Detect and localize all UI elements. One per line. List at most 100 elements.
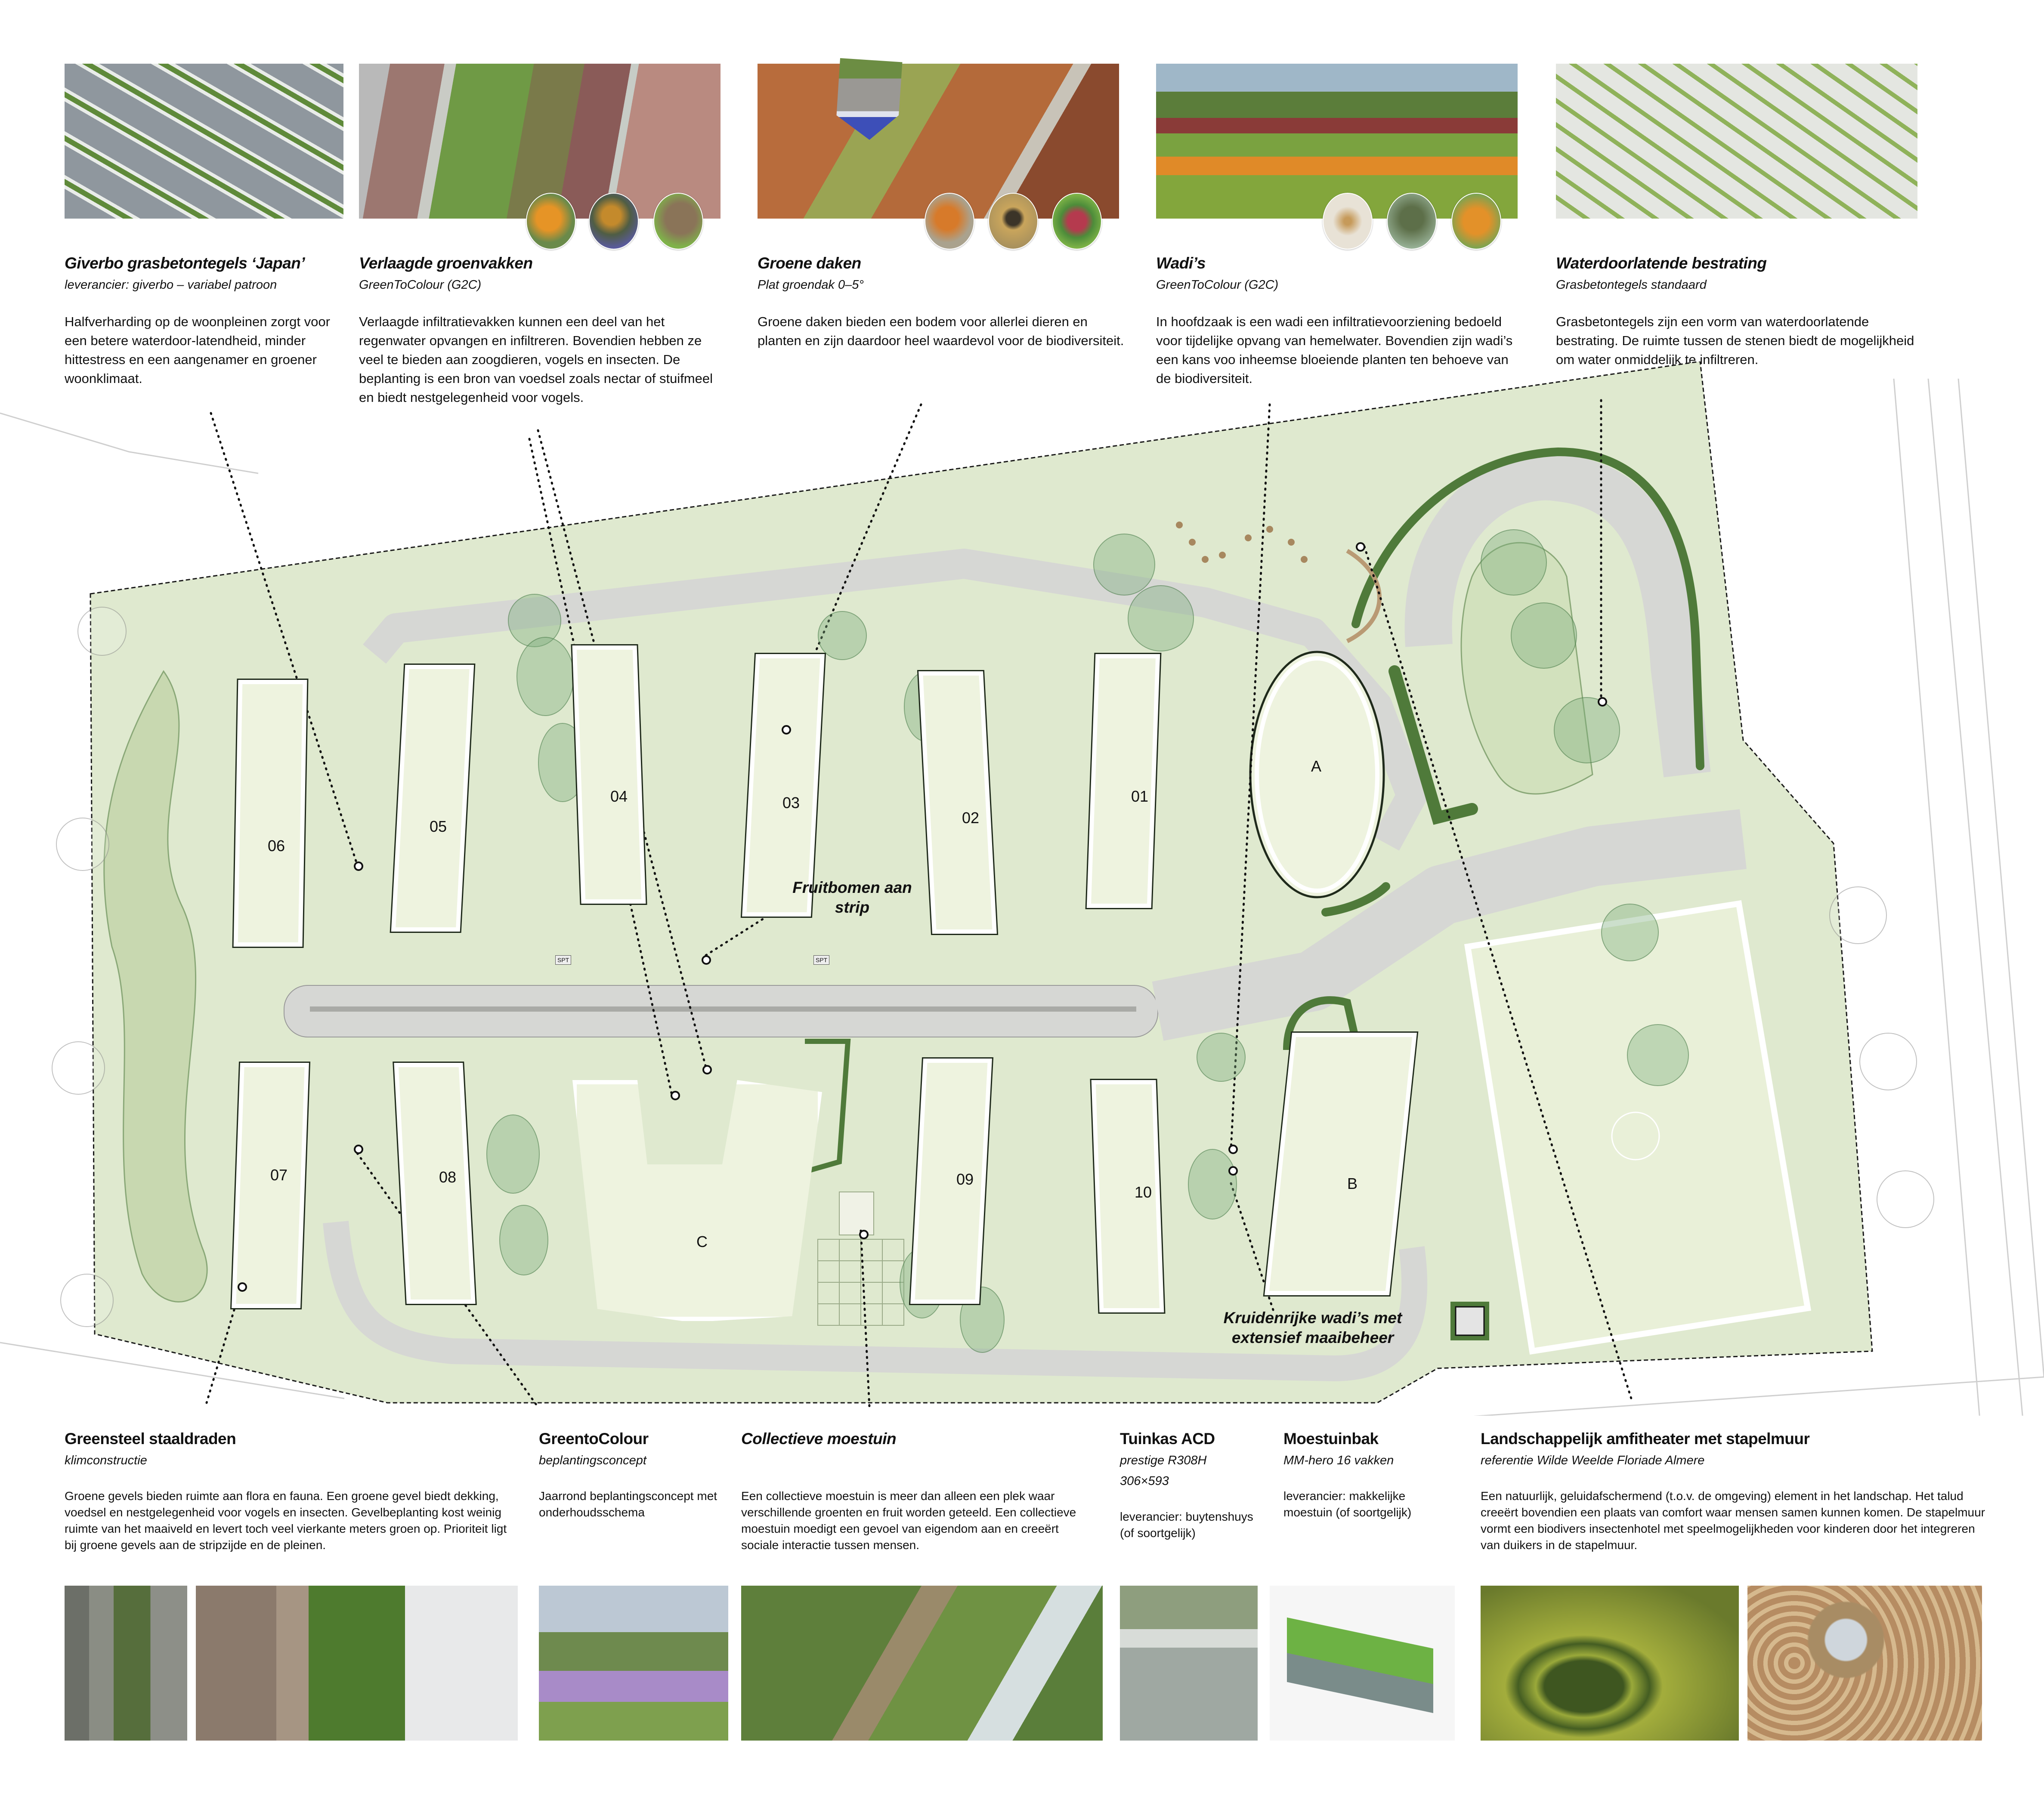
card-subtitle: beplantingsconcept xyxy=(539,1454,646,1467)
building-05 xyxy=(390,664,476,933)
card-body: Groene gevels bieden ruimte aan flora en… xyxy=(65,1489,507,1552)
card-body: Grasbetontegels zijn een vorm van waterd… xyxy=(1556,314,1914,367)
card-groene-daken: Groene daken Plat groendak 0–5° Groene d… xyxy=(758,254,1128,350)
building-label-08: 08 xyxy=(439,1168,457,1186)
dragonfly-icon xyxy=(1323,193,1373,250)
site-plan: 06 05 04 03 02 01 07 08 C 09 10 B A SPT … xyxy=(0,361,2044,1421)
building-08 xyxy=(392,1062,477,1305)
building-label-10: 10 xyxy=(1135,1183,1152,1201)
butterfly-icon-2 xyxy=(1451,193,1501,250)
building-label-05: 05 xyxy=(430,818,447,835)
spt-marker: SPT xyxy=(813,955,830,965)
card-title: Waterdoorlatende bestrating xyxy=(1556,254,1767,272)
card-subtitle xyxy=(741,1452,1094,1469)
hedgehog-icon xyxy=(653,193,703,250)
tree xyxy=(1511,602,1577,669)
photo-raised-planter-box xyxy=(1270,1586,1455,1741)
card-title: Landschappelijk amfitheater met stapelmu… xyxy=(1481,1430,1810,1448)
building-label-C: C xyxy=(696,1233,708,1250)
card-subtitle: GreenToColour (G2C) xyxy=(359,278,482,292)
card-greensteel: Greensteel staaldraden klimconstructie G… xyxy=(65,1429,516,1553)
callout-pin xyxy=(354,861,363,871)
callout-pin xyxy=(1598,697,1607,707)
photo-lowered-green-beds xyxy=(359,64,721,219)
card-subtitle-dimensions: 306×593 xyxy=(1120,1474,1169,1488)
card-body: Een collectieve moestuin is meer dan all… xyxy=(741,1489,1076,1552)
building-02 xyxy=(917,670,999,935)
spt-marker: SPT xyxy=(555,955,572,965)
building-label-01: 01 xyxy=(1131,787,1149,805)
card-body: Jaarrond beplantingsconcept met onderhou… xyxy=(539,1489,717,1519)
tree xyxy=(1093,534,1155,596)
hoverfly-icon xyxy=(988,193,1038,250)
tree xyxy=(1128,585,1194,651)
tree xyxy=(1877,1170,1934,1228)
tree xyxy=(1601,904,1659,961)
card-body: Een natuurlijk, geluidafschermend (t.o.v… xyxy=(1481,1489,1985,1552)
tree xyxy=(1188,1149,1237,1219)
card-waterdoorlatende-bestrating: Waterdoorlatende bestrating Grasbetonteg… xyxy=(1556,254,1926,369)
card-title: GreentoColour xyxy=(539,1430,649,1448)
building-09 xyxy=(909,1057,994,1305)
card-amfitheater: Landschappelijk amfitheater met stapelmu… xyxy=(1481,1429,1997,1553)
note-herb-rich-wadis: Kruidenrijke wadi’s met extensief maaibe… xyxy=(1223,1309,1402,1346)
building-label-A: A xyxy=(1311,757,1322,775)
tree xyxy=(499,1205,548,1275)
card-body: Verlaagde infiltratievakken kunnen een d… xyxy=(359,314,713,405)
callout-pin xyxy=(782,725,791,735)
tree xyxy=(1829,886,1887,944)
card-body: Groene daken bieden een bodem voor aller… xyxy=(758,314,1124,348)
card-title: Moestuinbak xyxy=(1283,1430,1379,1448)
tree xyxy=(52,1041,105,1095)
tree xyxy=(1554,697,1620,763)
note-fruit-trees: Fruitbomen aan strip xyxy=(792,879,912,916)
card-body: In hoofdzaak is een wadi een infiltratie… xyxy=(1156,314,1513,386)
callout-pin xyxy=(702,1065,712,1074)
building-01 xyxy=(1085,653,1162,909)
card-body: leverancier: buytenshuys (of soortgelijk… xyxy=(1120,1510,1253,1540)
photo-steel-wire-facade xyxy=(65,1586,187,1741)
card-title: Wadi’s xyxy=(1156,254,1206,272)
callout-pin xyxy=(1356,542,1365,552)
tree xyxy=(1627,1024,1689,1086)
tree xyxy=(60,1274,114,1327)
callout-pin xyxy=(238,1282,247,1292)
photo-greenhouse xyxy=(1120,1586,1258,1741)
card-subtitle: prestige R308H xyxy=(1120,1454,1207,1467)
callout-pin xyxy=(671,1091,680,1100)
card-title: Giverbo grasbetontegels ‘Japan’ xyxy=(65,254,305,272)
moth-icon xyxy=(1387,193,1437,250)
card-subtitle: Grasbetontegels standaard xyxy=(1556,278,1707,292)
photo-community-garden xyxy=(741,1586,1103,1741)
card-title: Collectieve moestuin xyxy=(741,1430,897,1448)
card-title: Verlaagde groenvakken xyxy=(359,254,533,272)
card-wadis: Wadi’s GreenToColour (G2C) In hoofdzaak … xyxy=(1156,254,1526,388)
bee-icon xyxy=(589,193,639,250)
card-title: Groene daken xyxy=(758,254,861,272)
card-subtitle: MM-hero 16 vakken xyxy=(1283,1454,1394,1467)
photo-brick-climbing-facade xyxy=(196,1586,518,1741)
card-subtitle: GreenToColour (G2C) xyxy=(1156,278,1279,292)
card-subtitle: leverancier: giverbo – variabel patroon xyxy=(65,278,277,292)
tree xyxy=(1197,1033,1246,1082)
card-title: Tuinkas ACD xyxy=(1120,1430,1215,1448)
card-collectieve-moestuin: Collectieve moestuin Een collectieve moe… xyxy=(741,1429,1094,1553)
site-plan-drawing xyxy=(0,361,2044,1421)
photo-green-roof xyxy=(758,64,1119,219)
building-04 xyxy=(571,644,647,905)
card-greentocolour: GreentoColour beplantingsconcept Jaarron… xyxy=(539,1429,728,1521)
card-subtitle: Plat groendak 0–5° xyxy=(758,278,864,292)
callout-pin xyxy=(1228,1145,1238,1154)
card-subtitle: referentie Wilde Weelde Floriade Almere xyxy=(1481,1454,1705,1467)
beetle-icon xyxy=(1052,193,1102,250)
card-body: leverancier: makkelijke moestuin (of soo… xyxy=(1283,1489,1412,1519)
building-10 xyxy=(1090,1079,1166,1314)
photo-perennial-planting xyxy=(539,1586,728,1741)
tree xyxy=(1859,1033,1917,1090)
robin-icon xyxy=(925,193,974,250)
photo-wadi xyxy=(1156,64,1518,219)
callout-pin xyxy=(702,955,711,965)
tree xyxy=(516,637,574,716)
butterfly-icon xyxy=(526,193,576,250)
building-label-B: B xyxy=(1347,1175,1358,1192)
